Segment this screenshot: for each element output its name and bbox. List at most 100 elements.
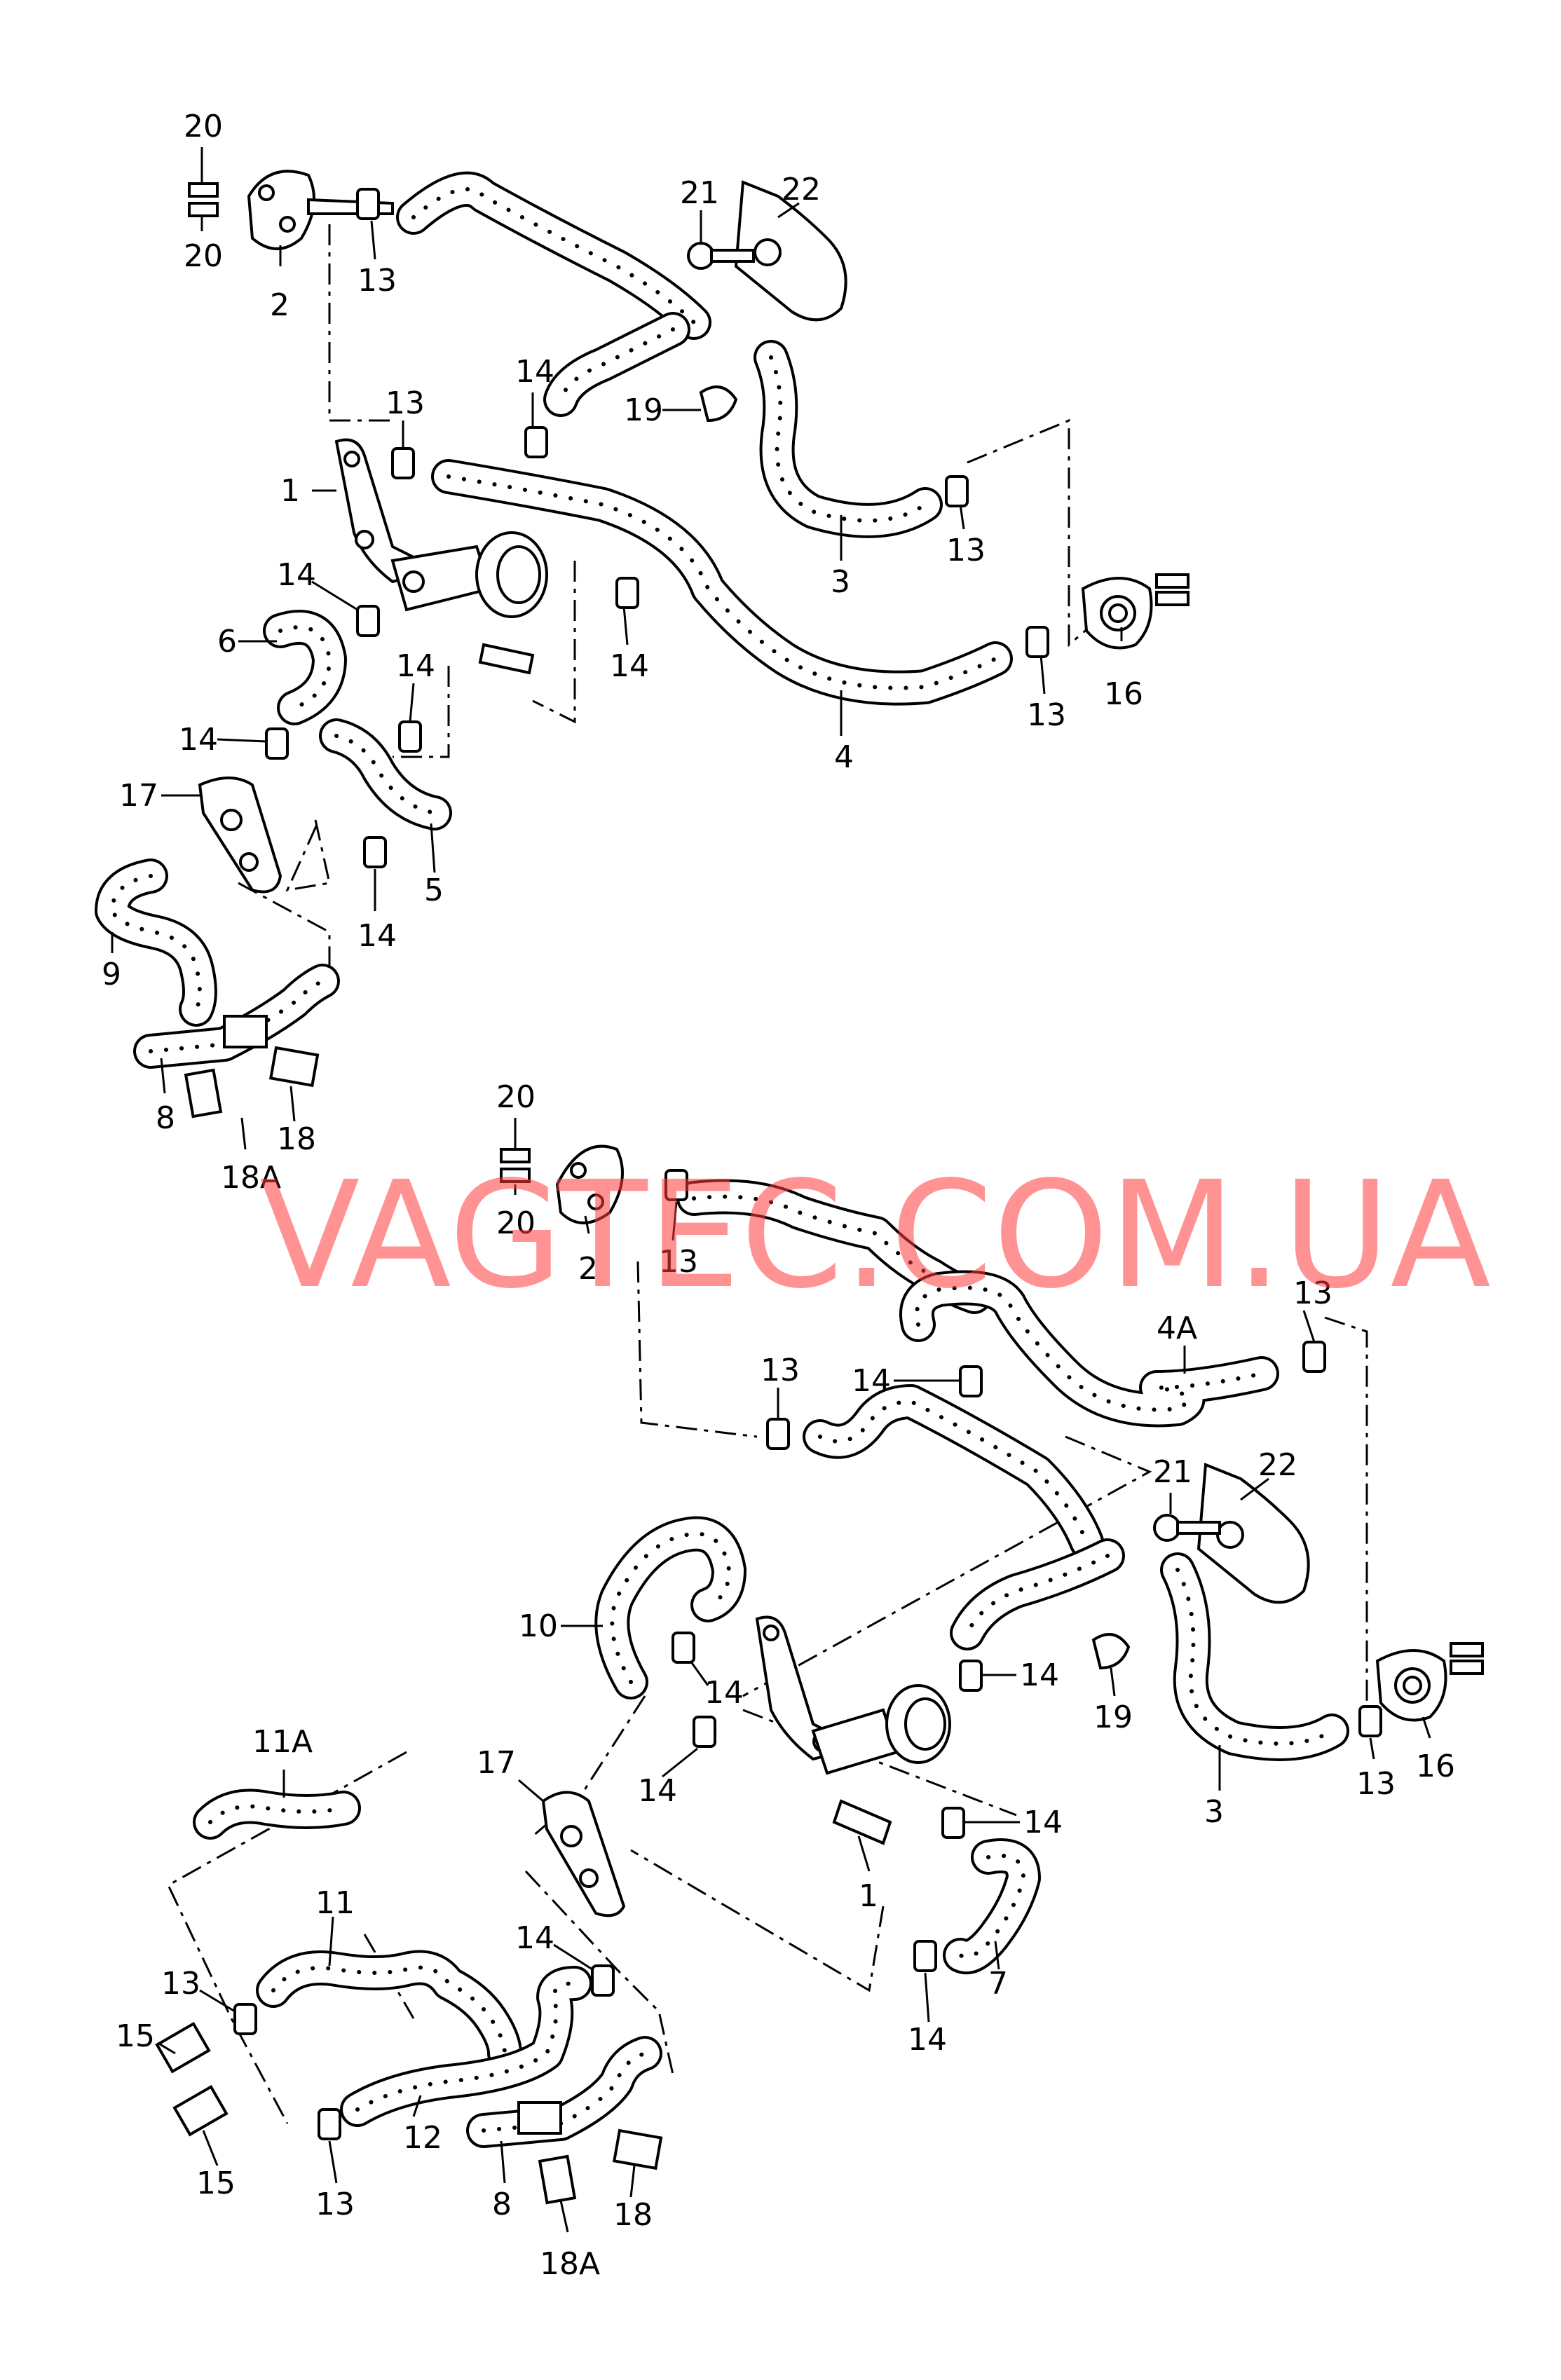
top-assembly: 20 20 2 13 21 22 14 13 19 1 3 13 14 6 14… (95, 109, 1190, 1196)
hose-6 (263, 610, 347, 725)
label-21: 21 (680, 175, 719, 211)
bottom-assembly: 20 20 2 13 13 4A 13 14 21 22 10 14 14 19… (116, 1079, 1484, 2282)
label-6: 6 (217, 624, 237, 659)
fittings (184, 1015, 320, 1119)
label-8: 8 (492, 2187, 512, 2222)
label-7: 7 (988, 1966, 1008, 2002)
callout-labels-bottom: 20 20 2 13 13 4A 13 14 21 22 10 14 14 19… (116, 1079, 1455, 2282)
label-18A: 18A (540, 2246, 600, 2282)
label-16: 16 (1416, 1749, 1455, 1784)
watermark: VAGTEC.COM.UA (259, 1149, 1491, 1321)
label-14: 14 (704, 1675, 744, 1711)
fittings-bottom (155, 2021, 663, 2205)
label-17: 17 (477, 1745, 516, 1781)
hose-10 (594, 1516, 747, 1699)
label-3: 3 (1204, 1794, 1224, 1830)
label-14: 14 (179, 722, 218, 758)
label-1: 1 (859, 1878, 878, 1914)
label-3: 3 (831, 564, 850, 600)
label-13: 13 (161, 1966, 200, 2002)
hose-5 (319, 718, 452, 830)
label-18: 18 (277, 1121, 316, 1157)
label-9: 9 (102, 957, 121, 992)
hose-branch-bottom (950, 1538, 1125, 1650)
label-14: 14 (1020, 1657, 1059, 1693)
label-14: 14 (357, 918, 397, 954)
hose-4 (431, 459, 1013, 706)
label-13: 13 (761, 1353, 800, 1388)
label-8: 8 (156, 1100, 175, 1136)
label-15: 15 (116, 2018, 155, 2054)
label-11A: 11A (252, 1724, 313, 1760)
hose-3-bottom (1160, 1552, 1349, 1761)
label-22: 22 (782, 172, 821, 207)
label-13: 13 (386, 385, 425, 421)
clip-19-bottom (1091, 1633, 1131, 1670)
label-13: 13 (1356, 1766, 1396, 1802)
hose-clamps-bottom (233, 1169, 1382, 2140)
label-19: 19 (1093, 1699, 1133, 1735)
label-20: 20 (184, 109, 223, 144)
label-20: 20 (184, 238, 223, 274)
label-5: 5 (424, 873, 444, 908)
label-11: 11 (315, 1885, 355, 1921)
label-14: 14 (515, 1920, 554, 1956)
label-16: 16 (1104, 676, 1143, 712)
coolant-valve (390, 531, 548, 675)
label-14: 14 (852, 1363, 891, 1399)
label-4A: 4A (1157, 1311, 1197, 1346)
label-18: 18 (613, 2197, 653, 2233)
label-18A: 18A (221, 1160, 281, 1196)
hose-4A (899, 1270, 1279, 1428)
hose-upper-long (396, 172, 711, 340)
label-2: 2 (578, 1251, 598, 1287)
flange-2-bottom (500, 1144, 624, 1224)
flange-17 (198, 777, 282, 894)
bolt-21-bottom (1153, 1514, 1221, 1542)
bracket-22-bottom (1197, 1463, 1310, 1604)
hose-middle-bottom (803, 1384, 1104, 1559)
flange-16 (1081, 573, 1190, 650)
leader-lines-top (111, 147, 1123, 1150)
hose-3 (754, 340, 943, 538)
label-14: 14 (610, 648, 649, 684)
label-13: 13 (1293, 1276, 1332, 1311)
bracket-22 (734, 180, 847, 322)
label-12: 12 (403, 2120, 442, 2156)
label-14: 14 (908, 2022, 947, 2058)
hose-branch-14 (543, 312, 690, 417)
label-2: 2 (270, 287, 289, 323)
hose-7 (943, 1838, 1041, 1974)
label-20: 20 (496, 1205, 536, 1241)
label-13: 13 (357, 263, 397, 299)
label-14: 14 (638, 1773, 677, 1809)
clip-19 (699, 385, 738, 423)
hose-12 (340, 1966, 592, 2127)
label-14: 14 (396, 648, 435, 684)
dashed-reference-lines (238, 224, 1094, 981)
label-4: 4 (834, 739, 854, 775)
label-22: 22 (1258, 1447, 1297, 1483)
coolant-valve-bottom (811, 1684, 951, 1845)
callout-labels-top: 20 20 2 13 21 22 14 13 19 1 3 13 14 6 14… (102, 109, 1143, 1196)
label-15: 15 (196, 2166, 236, 2201)
label-19: 19 (624, 392, 663, 428)
hose-11A (193, 1789, 361, 1840)
label-14: 14 (277, 557, 316, 593)
label-1: 1 (280, 473, 300, 509)
label-13: 13 (659, 1244, 698, 1280)
label-14: 14 (515, 354, 554, 390)
flange-17-bottom (541, 1791, 626, 1917)
hose-8-bottom (466, 2036, 662, 2148)
bolt-21 (687, 242, 755, 270)
hose-9 (95, 859, 217, 1027)
label-21: 21 (1153, 1454, 1192, 1490)
flange-16-bottom (1375, 1642, 1484, 1722)
label-10: 10 (519, 1608, 558, 1644)
hose-11 (256, 1950, 522, 2071)
label-13: 13 (1027, 697, 1066, 733)
leader-lines-bottom (157, 1118, 1431, 2233)
label-13: 13 (315, 2187, 355, 2222)
label-13: 13 (946, 533, 986, 568)
